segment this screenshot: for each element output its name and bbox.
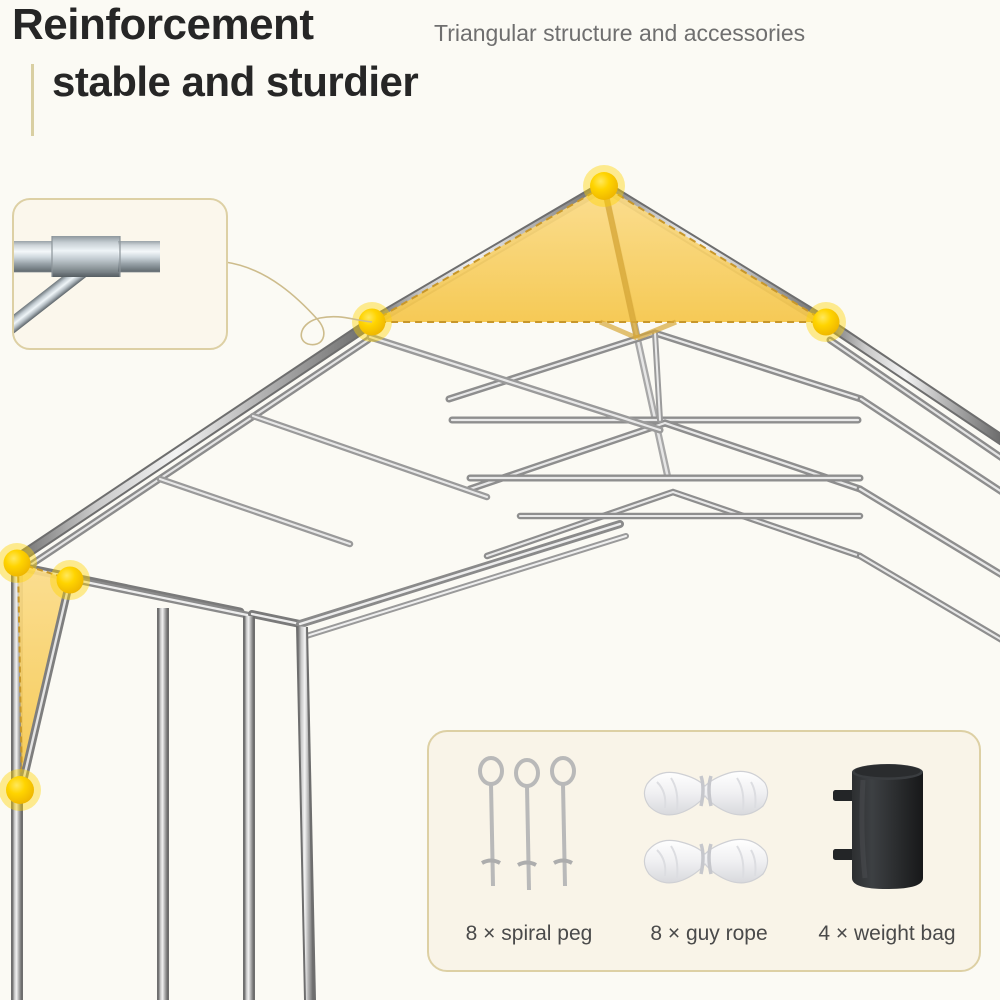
accessory-item-weight-bag: 4 × weight bag: [797, 732, 977, 970]
spiral-peg-icon: [478, 756, 576, 891]
pole-connector-detail-image: [14, 236, 160, 348]
page-title-line2: stable and sturdier: [52, 58, 419, 105]
corner-leg-gusset-highlight: [16, 561, 74, 791]
guy-rope-icon: [643, 770, 769, 884]
roof-truss-group: [445, 182, 865, 560]
rope-bundle-1: [643, 770, 769, 816]
accessory-label-guy-rope: 8 × guy rope: [650, 922, 768, 945]
header: Reinforcement stable and sturdier Triang…: [0, 0, 1000, 150]
roof-peak-gusset-highlight: [368, 184, 830, 341]
accessories-panel: 8 × spiral peg: [427, 730, 981, 972]
pole-connector-detail-callout: [12, 198, 228, 350]
page-tagline: Triangular structure and accessories: [434, 20, 806, 46]
inset-leader-line: [224, 261, 373, 346]
page-title-line1: Reinforcement: [12, 0, 314, 49]
joint-nodes: [0, 165, 846, 811]
accessory-item-guy-rope: 8 × guy rope: [619, 732, 799, 970]
accessory-label-spiral-peg: 8 × spiral peg: [465, 922, 593, 945]
rope-bundle-2: [643, 838, 769, 884]
accessory-label-weight-bag: 4 × weight bag: [818, 922, 956, 945]
weight-bag-icon: [833, 764, 923, 889]
title-accent-bar: [31, 64, 34, 136]
accessory-item-spiral-peg: 8 × spiral peg: [439, 732, 619, 970]
